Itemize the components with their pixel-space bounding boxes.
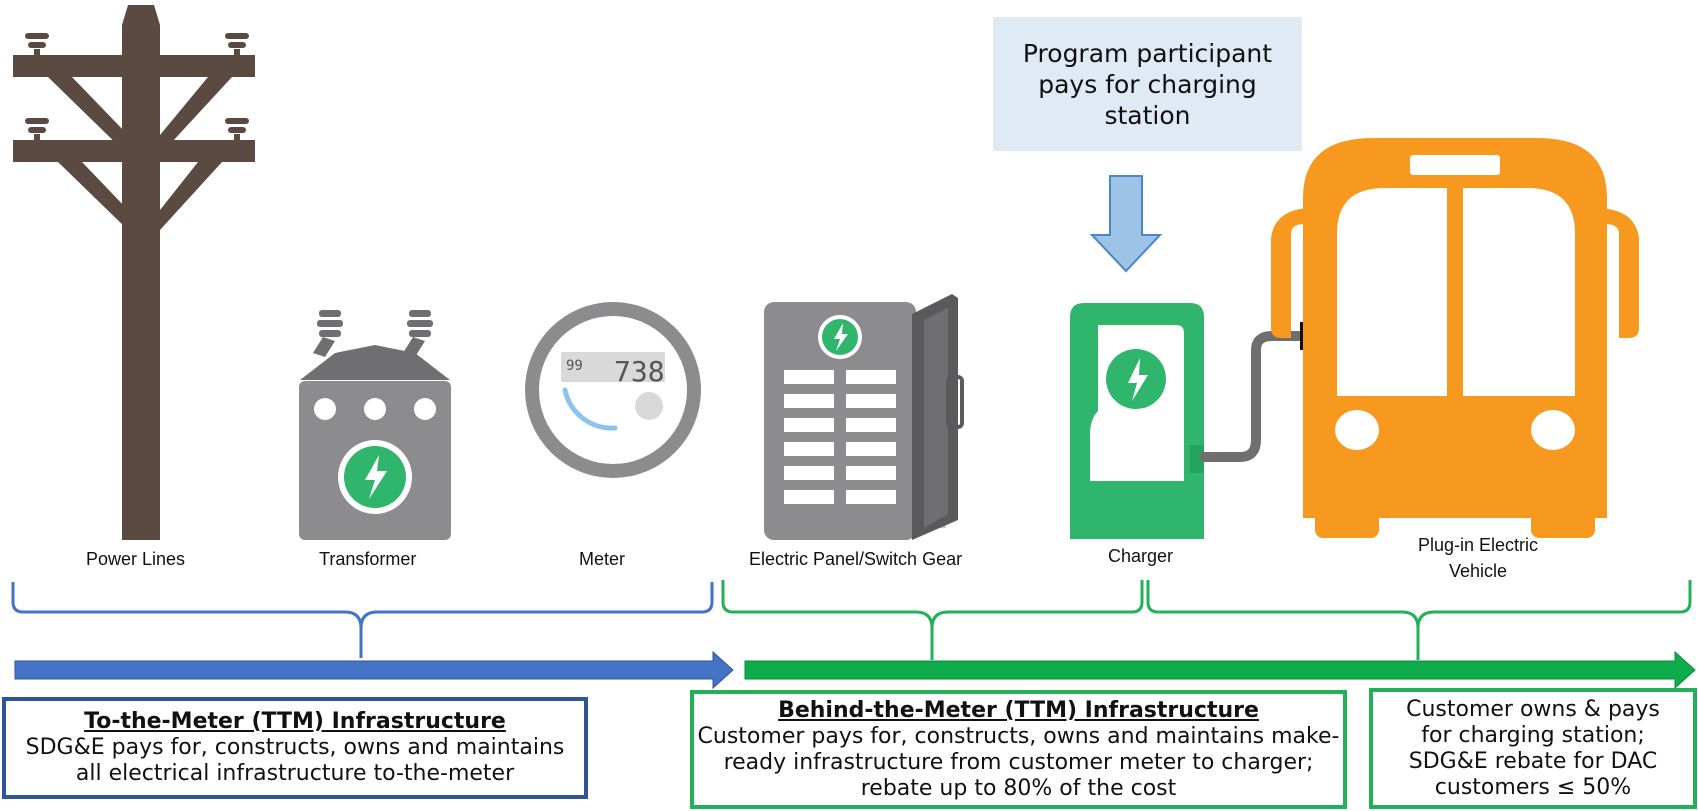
btm-text-line: ready infrastructure from customer meter… — [723, 749, 1314, 775]
label-electric-panel: Electric Panel/Switch Gear — [749, 549, 963, 569]
electric-panel-icon — [764, 294, 964, 540]
vehicle-brace — [1146, 580, 1692, 660]
meter-display-large: 738 — [614, 355, 665, 388]
label-vehicle: Plug-in Electric Vehicle — [1408, 532, 1548, 584]
ttm-text-line: SDG&E pays for, constructs, owns and mai… — [25, 735, 565, 760]
electric-bus-icon — [1271, 138, 1639, 538]
vehicle-text-line: SDG&E rebate for DAC — [1408, 748, 1658, 774]
callout-line: Program participant — [1022, 38, 1273, 68]
ttm-text-line: all electrical infrastructure to-the-met… — [75, 761, 515, 786]
meter-display-small: 99 — [566, 358, 583, 374]
vehicle-text-line: Customer owns & pays — [1406, 696, 1660, 722]
vehicle-info-box: Customer owns & pays for charging statio… — [1369, 688, 1697, 809]
label-vehicle-line: Plug-in Electric — [1417, 535, 1539, 555]
ttm-brace — [11, 582, 714, 658]
callout-line: pays for charging — [1038, 69, 1257, 99]
btm-text-line: Customer pays for, constructs, owns and … — [697, 723, 1340, 749]
label-transformer: Transformer — [319, 549, 417, 569]
power-pole-icon — [13, 5, 255, 540]
btm-text-line: rebate up to 80% of the cost — [860, 775, 1177, 801]
label-power-lines: Power Lines — [86, 549, 186, 569]
ttm-title: To-the-Meter (TTM) Infrastructure — [84, 709, 506, 734]
ttm-arrow — [14, 650, 734, 690]
label-meter: Meter — [579, 549, 626, 569]
callout-box: Program participant pays for charging st… — [993, 17, 1302, 151]
btm-info-box: Behind-the-Meter (TTM) Infrastructure Cu… — [690, 690, 1347, 809]
ttm-info-box: To-the-Meter (TTM) Infrastructure SDG&E … — [2, 697, 588, 799]
charger-icon — [1070, 303, 1204, 539]
down-arrow-icon — [1090, 175, 1162, 273]
vehicle-text-line: customers ≤ 50% — [1434, 774, 1632, 800]
label-vehicle-line: Vehicle — [1448, 561, 1508, 581]
meter-icon — [525, 302, 701, 478]
btm-brace — [721, 580, 1144, 660]
transformer-icon — [299, 310, 451, 540]
btm-title: Behind-the-Meter (TTM) Infrastructure — [778, 697, 1259, 723]
label-charger: Charger — [1108, 546, 1174, 566]
callout-line: station — [1104, 100, 1191, 130]
vehicle-text-line: for charging station; — [1421, 722, 1645, 748]
btm-arrow — [744, 650, 1696, 690]
